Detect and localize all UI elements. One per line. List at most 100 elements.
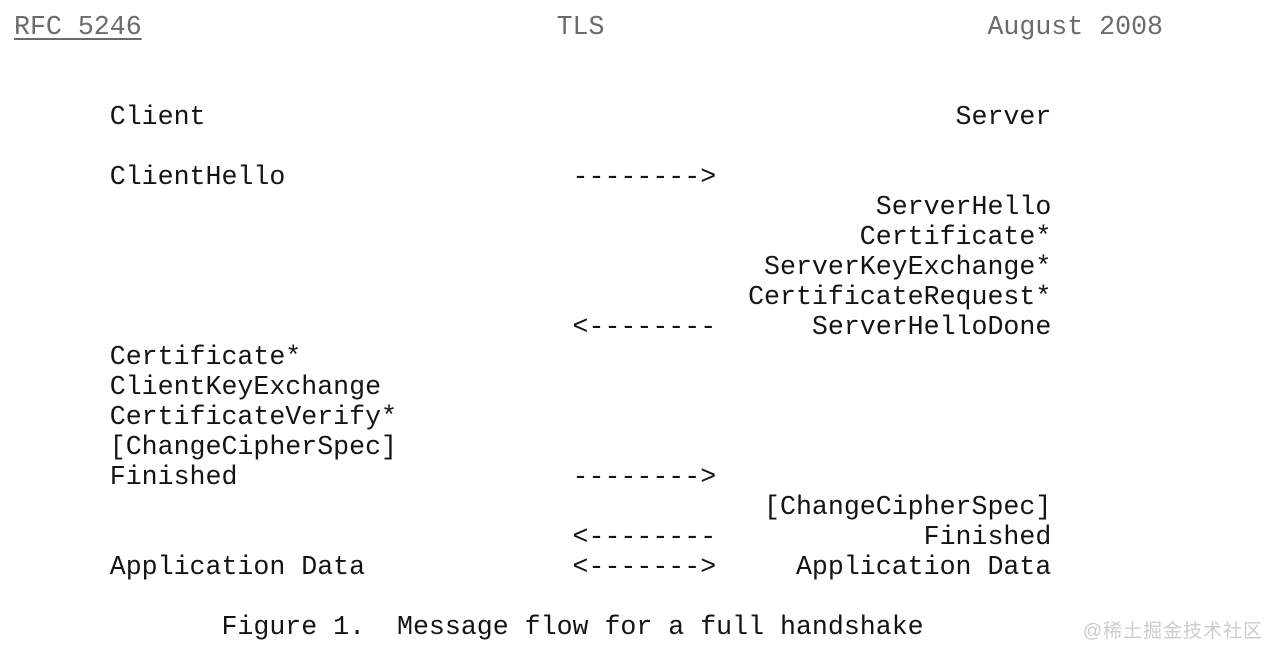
indent <box>14 492 110 522</box>
message-arrow <box>573 192 717 222</box>
figure-row: CertificateVerify* <box>14 402 1163 432</box>
message-arrow <box>573 42 717 72</box>
client-message: Certificate* <box>109 342 302 372</box>
server-message: ServerHelloDone <box>811 312 1052 342</box>
figure-row: Certificate* <box>14 342 1163 372</box>
indent <box>14 552 110 582</box>
indent <box>14 42 110 72</box>
client-message <box>110 582 573 612</box>
client-message: [ChangeCipherSpec] <box>109 432 398 462</box>
figure-row: ServerKeyExchange* <box>14 252 1163 282</box>
client-message: Client <box>109 102 206 132</box>
server-message: Server <box>955 102 1052 132</box>
figure-row <box>14 132 1163 162</box>
page-header: RFC 5246 TLS August 2008 <box>14 12 1163 42</box>
server-message: CertificateRequest* <box>748 282 1052 312</box>
message-arrow: --------> <box>572 162 717 192</box>
client-message: Application Data <box>109 552 366 582</box>
message-arrow <box>573 72 717 102</box>
server-message: Certificate* <box>859 222 1052 252</box>
watermark: @稀土掘金技术社区 <box>1082 621 1263 642</box>
client-message: ClientKeyExchange <box>109 372 382 402</box>
client-message <box>110 72 573 102</box>
client-message: CertificateVerify* <box>109 402 398 432</box>
figure-row: <-------- ServerHelloDone <box>14 312 1163 342</box>
client-message <box>110 132 573 162</box>
message-arrow <box>573 222 717 252</box>
server-message <box>716 432 1051 462</box>
figure-row: Application Data <-------> Application Dat… <box>14 552 1163 582</box>
server-message <box>716 372 1051 402</box>
indent <box>14 252 110 282</box>
message-arrow: --------> <box>572 462 717 492</box>
figure-row: Finished --------> <box>14 462 1163 492</box>
figure-row <box>14 42 1163 72</box>
message-arrow: <-------- <box>572 522 717 552</box>
message-arrow <box>573 492 717 522</box>
server-message <box>716 462 1051 492</box>
indent <box>14 312 110 342</box>
indent <box>14 282 110 312</box>
message-arrow <box>573 342 717 372</box>
figure-row: <-------- Finished <box>14 522 1163 552</box>
indent <box>14 582 110 612</box>
figure-row <box>14 582 1163 612</box>
message-arrow <box>573 282 717 312</box>
client-message <box>110 192 573 222</box>
server-message: Application Data <box>795 552 1052 582</box>
server-message: Finished <box>923 522 1052 552</box>
figure-row: Client Server <box>14 102 1163 132</box>
figure-row: [ChangeCipherSpec] <box>14 432 1163 462</box>
client-message <box>110 522 573 552</box>
figure-row: ClientHello --------> <box>14 162 1163 192</box>
indent <box>14 162 110 192</box>
server-message <box>716 582 1051 612</box>
header-date: August 2008 <box>987 12 1164 42</box>
client-message <box>110 282 573 312</box>
client-message: ClientHello <box>109 162 286 192</box>
server-message <box>716 42 1051 72</box>
server-message <box>716 402 1051 432</box>
figure-row: CertificateRequest* <box>14 282 1163 312</box>
message-arrow <box>573 102 717 132</box>
figure-row <box>14 72 1163 102</box>
indent <box>14 432 110 462</box>
indent <box>14 462 110 492</box>
server-message: ServerKeyExchange* <box>764 252 1052 282</box>
indent <box>14 342 110 372</box>
client-message <box>110 252 573 282</box>
figure-row: [ChangeCipherSpec] <box>14 492 1163 522</box>
message-arrow <box>573 432 717 462</box>
message-arrow <box>573 372 717 402</box>
figure-row: Certificate* <box>14 222 1163 252</box>
figure-caption: Figure 1. Message flow for a full handsh… <box>221 612 924 642</box>
indent <box>14 222 110 252</box>
server-message: [ChangeCipherSpec] <box>764 492 1052 522</box>
indent <box>14 192 110 222</box>
server-message: ServerHello <box>875 192 1052 222</box>
indent <box>14 522 110 552</box>
client-message <box>110 42 573 72</box>
client-message <box>110 222 573 252</box>
indent <box>14 372 110 402</box>
server-message <box>716 342 1051 372</box>
message-arrow <box>573 252 717 282</box>
rfc-number-link[interactable]: RFC 5246 <box>14 12 142 42</box>
client-message <box>110 312 573 342</box>
message-arrow <box>573 132 717 162</box>
server-message <box>716 162 1051 192</box>
server-message <box>716 72 1051 102</box>
client-message <box>110 492 573 522</box>
message-arrow: <-------> <box>572 552 717 582</box>
rfc-number-cell: RFC 5246 <box>14 12 557 42</box>
server-message <box>716 132 1051 162</box>
figure-row: ServerHello <box>14 192 1163 222</box>
message-arrow <box>573 582 717 612</box>
indent <box>14 402 110 432</box>
message-arrow: <-------- <box>572 312 717 342</box>
header-title: TLS <box>556 12 605 42</box>
client-message: Finished <box>109 462 238 492</box>
figure-row: ClientKeyExchange <box>14 372 1163 402</box>
